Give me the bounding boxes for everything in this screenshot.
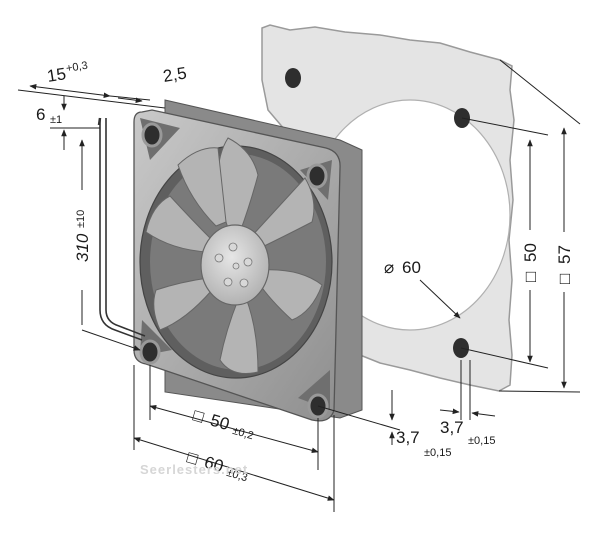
fan-blade (145, 195, 213, 253)
fan-blade (219, 297, 259, 374)
svg-text:□: □ (521, 272, 540, 282)
svg-text:□: □ (555, 274, 574, 284)
watermark-text: Seerlesters.net (140, 462, 248, 477)
fan-blade (257, 269, 323, 321)
svg-text:+0,3: +0,3 (65, 60, 88, 75)
svg-text:±0,2: ±0,2 (231, 425, 255, 442)
dim-flange: 2,5 (162, 63, 188, 85)
svg-text:±10: ±10 (75, 210, 87, 228)
svg-text:50: 50 (521, 243, 540, 262)
dim-depth: 15 +0,3 (46, 60, 89, 86)
dim-lead-length: 310 ±10 (73, 210, 92, 262)
dim-frame-size: □ 60 ±0,3 (185, 448, 249, 485)
fan (97, 99, 363, 422)
dimension-lines (17, 59, 581, 512)
dim-lead-exit: 6 ±1 (36, 105, 62, 126)
svg-text:3,7: 3,7 (396, 428, 420, 447)
hub-rivets (214, 242, 253, 288)
svg-text:57: 57 (555, 245, 574, 264)
svg-text:□: □ (191, 406, 206, 427)
dim-panel-hole-spacing: □ 50 (521, 243, 540, 282)
svg-text:3,7: 3,7 (440, 418, 464, 437)
fan-blade (153, 277, 213, 331)
svg-text:60: 60 (402, 258, 421, 277)
panel-hole (285, 68, 301, 88)
fan-mount-hole (306, 163, 328, 189)
dim-panel-size: □ 57 (555, 245, 574, 284)
svg-text:60: 60 (202, 453, 225, 476)
fan-mount-hole (141, 122, 163, 148)
lead-wires (97, 117, 146, 341)
dim-hole-dia-front: 3,7 ±0,15 (396, 428, 451, 459)
svg-text:2,5: 2,5 (162, 63, 188, 85)
dimension-labels: 15 +0,3 2,5 6 ±1 310 ±10 □ 50 ±0,2 □ 60 … (36, 60, 574, 485)
svg-text:±0,3: ±0,3 (225, 467, 249, 484)
svg-text:±0,15: ±0,15 (424, 447, 451, 459)
fan-blade (177, 147, 227, 227)
svg-text:±1: ±1 (50, 114, 62, 126)
dim-hole-spacing-front: □ 50 ±0,2 (191, 406, 255, 443)
svg-text:15: 15 (46, 64, 68, 86)
fan-blades (145, 137, 323, 374)
svg-text:⌀: ⌀ (384, 258, 394, 277)
svg-text:±0,15: ±0,15 (468, 435, 495, 447)
fan-blade (249, 177, 315, 251)
dim-cutout-diameter: ⌀ 60 (384, 258, 421, 277)
svg-text:50: 50 (208, 411, 231, 434)
svg-text:6: 6 (36, 105, 45, 124)
svg-text:310: 310 (73, 233, 92, 262)
dim-hole-dia-panel: 3,7 ±0,15 (440, 418, 495, 447)
fan-mount-hole (139, 339, 161, 365)
svg-text:□: □ (185, 448, 200, 469)
